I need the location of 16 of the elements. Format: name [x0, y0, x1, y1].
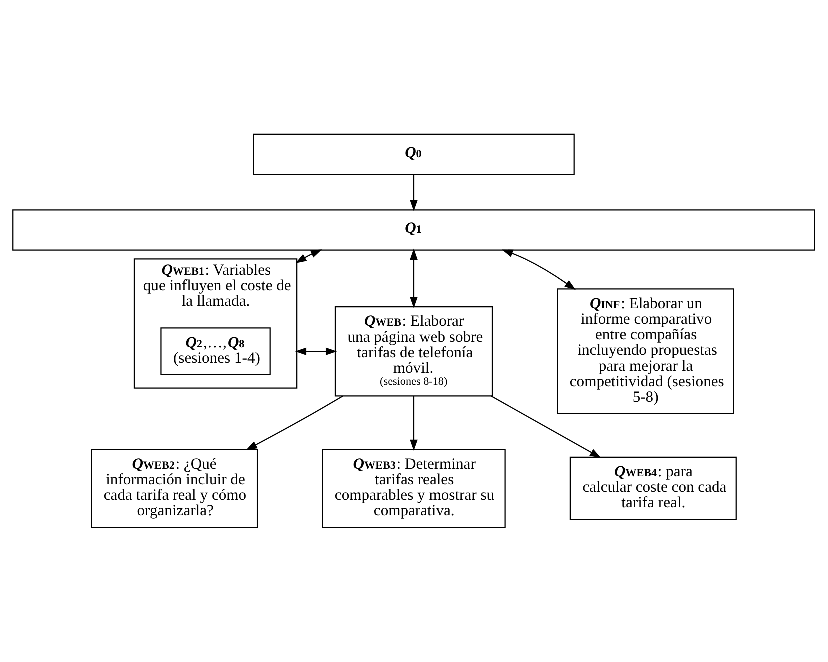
node-box: Q2,…,Q8 (sesiones 1-4) [160, 328, 271, 376]
arrow [296, 250, 322, 264]
arrow [410, 248, 418, 308]
node-box: QWEB2: ¿Qué información incluir de cada tarifa real y cómo organizarla? [91, 449, 258, 528]
node-box: QWEB4: para calcular coste con cada tarifa real. [570, 456, 737, 520]
node-box: Q1 [12, 210, 816, 251]
arrow [246, 396, 344, 450]
arrow [491, 396, 602, 458]
node-box: Q0 [253, 134, 575, 176]
arrow [295, 348, 338, 356]
node-box: QWEB3: Determinar tarifas reales comparables y mostrar su comparativa. [322, 449, 506, 528]
node-box: QWEB: Elaborar una página web sobre tarifas de telefonía móvil. (sesiones 8-18) [334, 306, 494, 397]
node-box: QINF: Elaborar un informe comparativo entre compañías incluyendo propuestas para mejorar la competitividad (sesiones 5-8) [557, 288, 734, 415]
arrow [410, 174, 418, 212]
arrow [502, 250, 576, 290]
arrow [410, 396, 418, 452]
